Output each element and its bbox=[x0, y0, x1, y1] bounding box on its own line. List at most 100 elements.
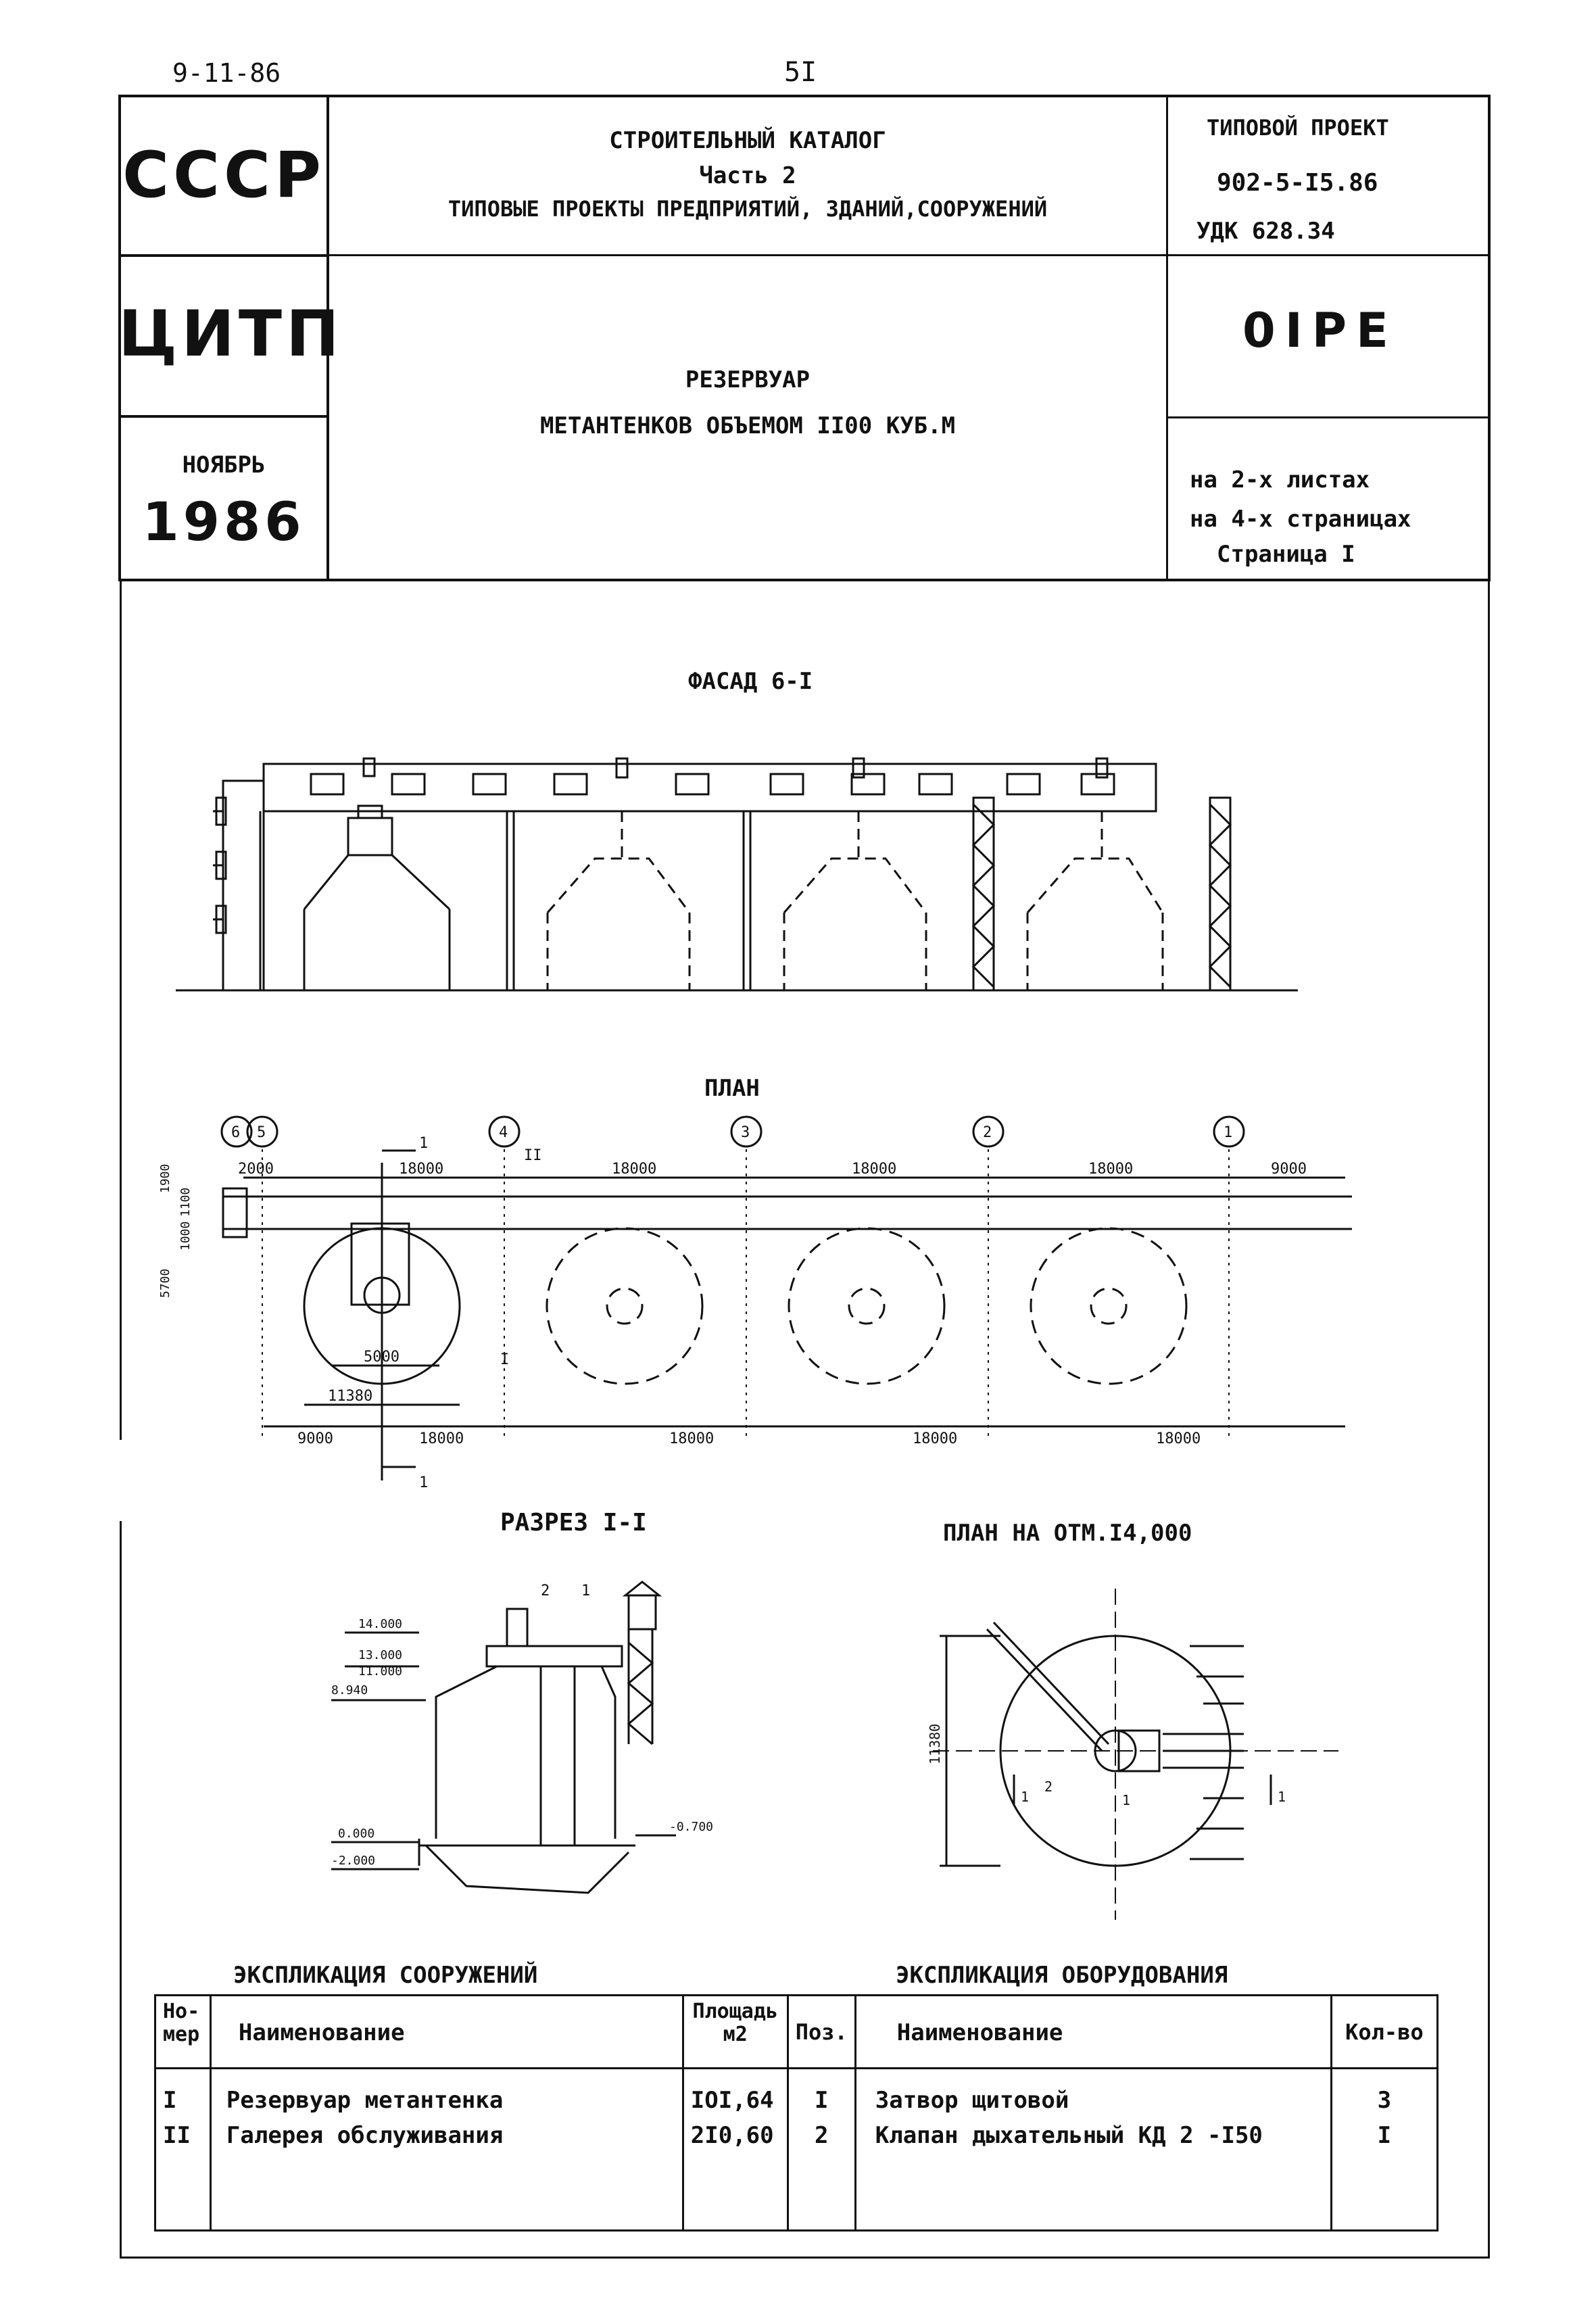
release-year: 1986 bbox=[142, 492, 306, 553]
top-dim-label: 18000 bbox=[852, 1161, 896, 1178]
table-row-areas: IOI,64 2I0,60 bbox=[681, 2067, 789, 2231]
structures-explication-title: ЭКСПЛИКАЦИЯ СООРУЖЕНИЙ bbox=[233, 1962, 538, 1989]
side-dim-label: 1900 bbox=[158, 1164, 172, 1193]
elevation-label: 8.940 bbox=[331, 1683, 368, 1697]
sheets-count: на 2-х листах bbox=[1190, 466, 1370, 493]
axis-5-bubble bbox=[246, 1115, 279, 1148]
side-dim-label: 1000 bbox=[178, 1222, 193, 1251]
header-area: Площадь м2 bbox=[681, 1994, 789, 2069]
elevation-label: 14.000 bbox=[358, 1617, 402, 1631]
row-pos: 2 bbox=[814, 2122, 829, 2149]
plan14-title: ПЛАН НА ОТМ.I4,000 bbox=[943, 1520, 1192, 1547]
bottom-dim-label: 18000 bbox=[1156, 1430, 1201, 1447]
row-number: II bbox=[163, 2122, 191, 2149]
axis-4-label: 4 bbox=[499, 1124, 508, 1141]
callout-label: 1 bbox=[581, 1583, 590, 1599]
axis-2-label: 2 bbox=[983, 1124, 992, 1141]
udk-code: УДК 628.34 bbox=[1196, 218, 1335, 245]
top-dim-label: 2000 bbox=[238, 1161, 274, 1178]
top-dim-label: 18000 bbox=[399, 1161, 443, 1178]
document-date: 9-11-86 bbox=[172, 58, 281, 88]
bottom-dim-label: 9000 bbox=[297, 1430, 333, 1447]
axis-6-bubble bbox=[220, 1115, 253, 1148]
table-row-qty: 3 I bbox=[1330, 2067, 1439, 2231]
equipment-explication-title: ЭКСПЛИКАЦИЯ ОБОРУДОВАНИЯ bbox=[896, 1962, 1228, 1989]
axis-6-label: 6 bbox=[231, 1124, 240, 1141]
row-name: Галерея обслуживания bbox=[226, 2122, 504, 2149]
table-row-names: Резервуар метантенка Галерея обслуживани… bbox=[209, 2067, 684, 2231]
facade-title: ФАСАД 6-I bbox=[688, 668, 813, 695]
object-title: РЕЗЕРВУАР bbox=[685, 366, 811, 393]
plan-title: ПЛАН bbox=[704, 1075, 760, 1102]
object-subtitle: МЕТАНТЕНКОВ ОБЪЕМОМ II00 КУБ.М bbox=[539, 412, 956, 439]
org-ussr: СССР bbox=[122, 139, 325, 212]
catalog-subtitle: ТИПОВЫЕ ПРОЕКТЫ ПРЕДПРИЯТИЙ, ЗДАНИЙ,СООР… bbox=[448, 196, 1048, 222]
elevation-label: 0.000 bbox=[338, 1827, 374, 1841]
plan-drawing: 6 5 4 3 2 1 2000 18000 18000 18000 18000… bbox=[158, 1115, 1352, 1491]
gallery-mark: II bbox=[524, 1147, 542, 1164]
side-dim-label: 1100 bbox=[178, 1188, 193, 1217]
header-qty: Кол-во bbox=[1330, 1994, 1439, 2069]
axis-1-label: 1 bbox=[1224, 1124, 1232, 1141]
section-mark: 1 bbox=[1021, 1789, 1029, 1805]
row-number: I bbox=[163, 2087, 177, 2114]
catalog-title: СТРОИТЕЛЬНЫЙ КАТАЛОГ bbox=[609, 127, 886, 154]
release-month: НОЯБРЬ bbox=[182, 452, 266, 479]
row-qty: I bbox=[1377, 2122, 1392, 2149]
header-number: Но-мер bbox=[154, 1994, 212, 2069]
structure-mark: I bbox=[500, 1351, 509, 1368]
bottom-dim-label: 18000 bbox=[913, 1430, 957, 1447]
elevation-label: 11.000 bbox=[358, 1664, 402, 1679]
row-area: IOI,64 bbox=[690, 2087, 774, 2114]
plan14-diameter: 11380 bbox=[927, 1724, 943, 1764]
org-citp: ЦИТП bbox=[118, 297, 343, 371]
bottom-dim-label: 18000 bbox=[419, 1430, 464, 1447]
section-mark: 1 bbox=[1278, 1789, 1286, 1805]
top-dim-label: 9000 bbox=[1271, 1161, 1307, 1178]
sheet-code: 0IPE bbox=[1242, 303, 1398, 358]
page-indicator: Страница I bbox=[1217, 541, 1355, 568]
project-number: 902-5-I5.86 bbox=[1217, 169, 1378, 197]
header-name: Наименование bbox=[209, 1994, 684, 2069]
plan14-drawing: 11380 2 1 1 1 bbox=[927, 1589, 1338, 1920]
catalog-part: Часть 2 bbox=[699, 162, 796, 189]
table-row-equip: Затвор щитовой Клапан дыхательный КД 2 -… bbox=[854, 2067, 1332, 2231]
axis-4-bubble bbox=[488, 1115, 521, 1148]
axis-2-bubble bbox=[972, 1115, 1005, 1148]
header-pos: Поз. bbox=[786, 1994, 856, 2069]
elevation-label: -0.700 bbox=[669, 1820, 713, 1834]
top-dim-label: 18000 bbox=[1088, 1161, 1133, 1178]
org-column bbox=[118, 95, 329, 581]
row-equip-name: Клапан дыхательный КД 2 -I50 bbox=[875, 2122, 1263, 2149]
table-row-numbers: I II bbox=[154, 2067, 212, 2231]
pages-count: на 4-х страницах bbox=[1190, 506, 1411, 533]
axis-1-bubble bbox=[1213, 1115, 1245, 1148]
row-area: 2I0,60 bbox=[690, 2122, 774, 2149]
header-equip-name: Наименование bbox=[854, 1994, 1332, 2069]
row-name: Резервуар метантенка bbox=[226, 2087, 504, 2114]
callout-label: 2 bbox=[541, 1583, 550, 1599]
diameter-dim: 11380 bbox=[328, 1388, 372, 1405]
section-drawing: 14.000 13.000 11.000 8.940 0.000 -2.000 … bbox=[331, 1581, 713, 1894]
page-number: 5I bbox=[784, 57, 817, 88]
side-dim-label: 5700 bbox=[158, 1269, 172, 1298]
axis-3-bubble bbox=[730, 1115, 763, 1148]
top-dim-label: 18000 bbox=[612, 1161, 656, 1178]
inner-dim: 5000 bbox=[364, 1349, 400, 1366]
section-mark-bottom: 1 bbox=[419, 1474, 428, 1491]
section-mark-top: 1 bbox=[419, 1135, 428, 1152]
callout-label: 1 bbox=[1122, 1792, 1130, 1808]
elevation-label: -2.000 bbox=[331, 1854, 375, 1868]
project-label: ТИПОВОЙ ПРОЕКТ bbox=[1207, 115, 1389, 141]
row-pos: I bbox=[814, 2087, 829, 2114]
elevation-label: 13.000 bbox=[358, 1648, 402, 1662]
row-equip-name: Затвор щитовой bbox=[875, 2087, 1069, 2114]
axis-3-label: 3 bbox=[741, 1124, 750, 1141]
facade-drawing bbox=[176, 757, 1298, 992]
axis-5-label: 5 bbox=[257, 1124, 266, 1141]
row-qty: 3 bbox=[1377, 2087, 1392, 2114]
section-title: РАЗРЕЗ I-I bbox=[500, 1509, 647, 1537]
bottom-dim-label: 18000 bbox=[669, 1430, 714, 1447]
explication-table: Но-мер Наименование Площадь м2 Поз. Наим… bbox=[154, 1994, 1439, 2231]
table-row-pos: I 2 bbox=[786, 2067, 856, 2231]
